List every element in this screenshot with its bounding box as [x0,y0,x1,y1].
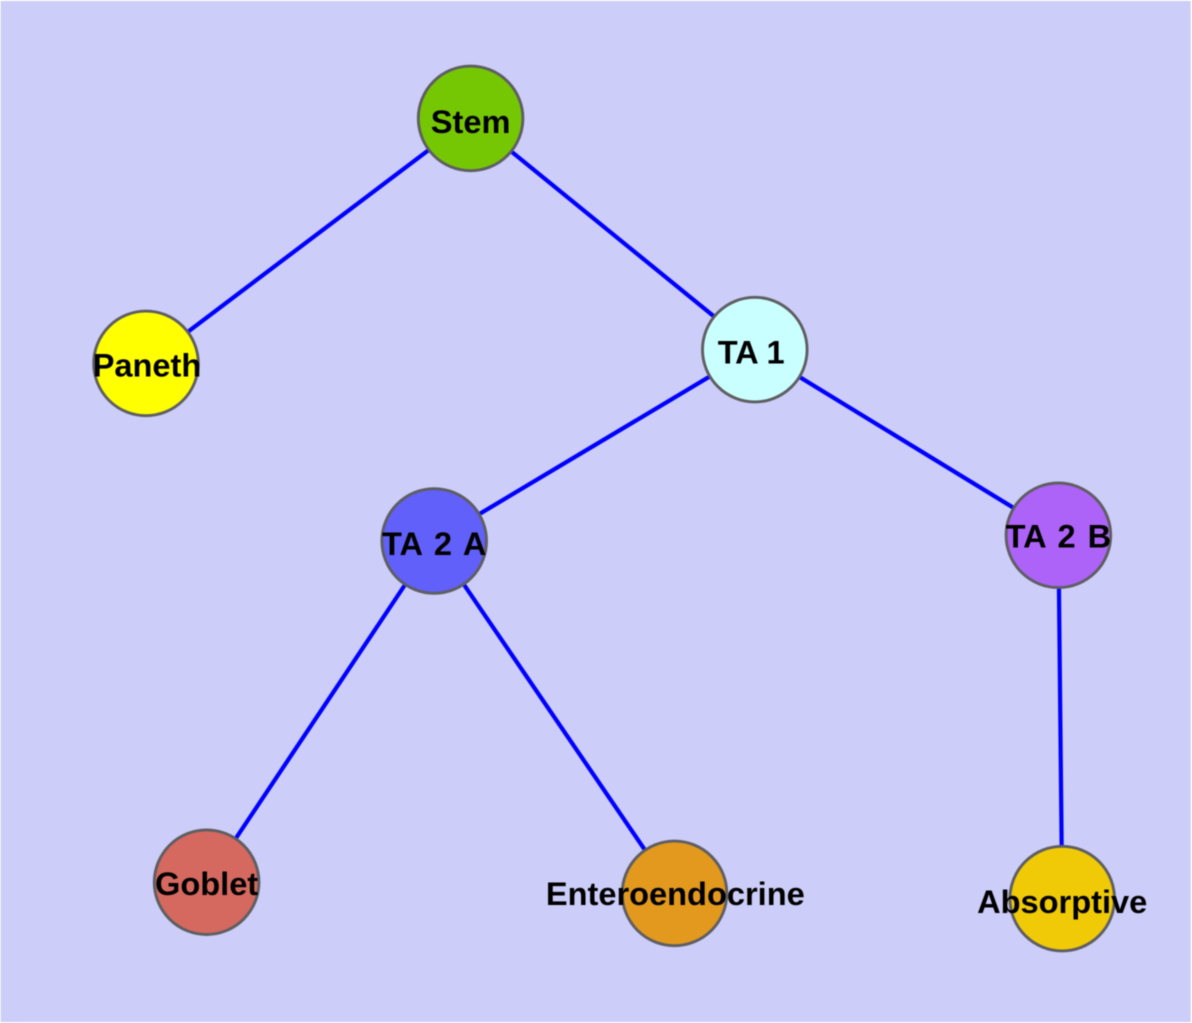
svg-text:Goblet: Goblet [155,865,258,902]
svg-text:Paneth: Paneth [93,347,202,384]
svg-text:Stem: Stem [431,103,511,140]
svg-text:Absorptive: Absorptive [977,883,1147,920]
svg-text:Enteroendocrine: Enteroendocrine [546,875,805,912]
svg-text:TA 2 B: TA 2 B [1006,517,1112,554]
svg-text:TA 1: TA 1 [718,334,785,371]
svg-text:TA 2 A: TA 2 A [382,525,486,562]
